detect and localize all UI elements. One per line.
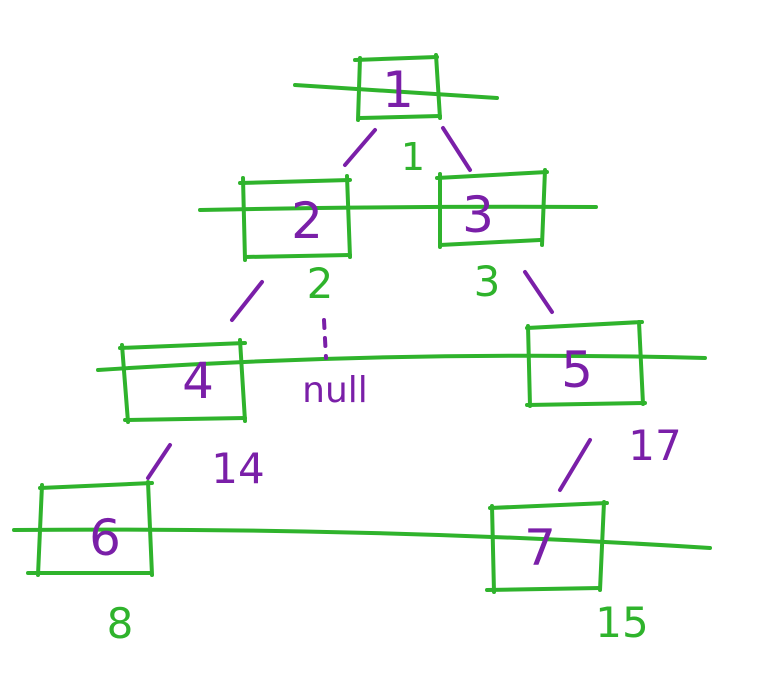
pos-label-1: 1 bbox=[401, 135, 425, 179]
level-line-1 bbox=[293, 83, 499, 100]
node-label-2: 2 bbox=[291, 192, 323, 250]
node-box-3 bbox=[435, 168, 549, 249]
edge-4-6 bbox=[146, 443, 172, 480]
pos-label-6: 8 bbox=[107, 599, 134, 648]
node-label-6: 6 bbox=[89, 509, 121, 567]
null-label: null bbox=[302, 370, 368, 411]
node-box-5 bbox=[525, 320, 647, 408]
pos-label-3: 3 bbox=[474, 257, 501, 306]
pos-label-5: 17 bbox=[628, 421, 681, 470]
edge-1-2 bbox=[343, 128, 377, 167]
edge-2-4 bbox=[230, 280, 264, 322]
node-box-2 bbox=[238, 174, 352, 262]
null-edge bbox=[322, 318, 328, 360]
node-label-5: 5 bbox=[561, 341, 593, 399]
pos-label-2: 2 bbox=[307, 259, 334, 308]
edge-3-5 bbox=[523, 270, 554, 314]
node-box-7 bbox=[485, 500, 609, 594]
node-label-3: 3 bbox=[462, 186, 494, 244]
edge-5-7 bbox=[558, 438, 592, 492]
level-line-3 bbox=[96, 353, 707, 372]
pos-label-4: 14 bbox=[211, 444, 264, 493]
node-label-1: 1 bbox=[382, 61, 414, 119]
level-line-4 bbox=[12, 527, 712, 550]
node-box-6 bbox=[26, 480, 154, 577]
node-label-7: 7 bbox=[524, 519, 556, 577]
node-box-1 bbox=[353, 53, 442, 122]
node-box-4 bbox=[118, 338, 247, 424]
node-label-4: 4 bbox=[182, 352, 214, 410]
level-line-2 bbox=[198, 204, 598, 212]
edge-1-3 bbox=[441, 126, 472, 172]
pos-label-7: 15 bbox=[595, 598, 648, 647]
